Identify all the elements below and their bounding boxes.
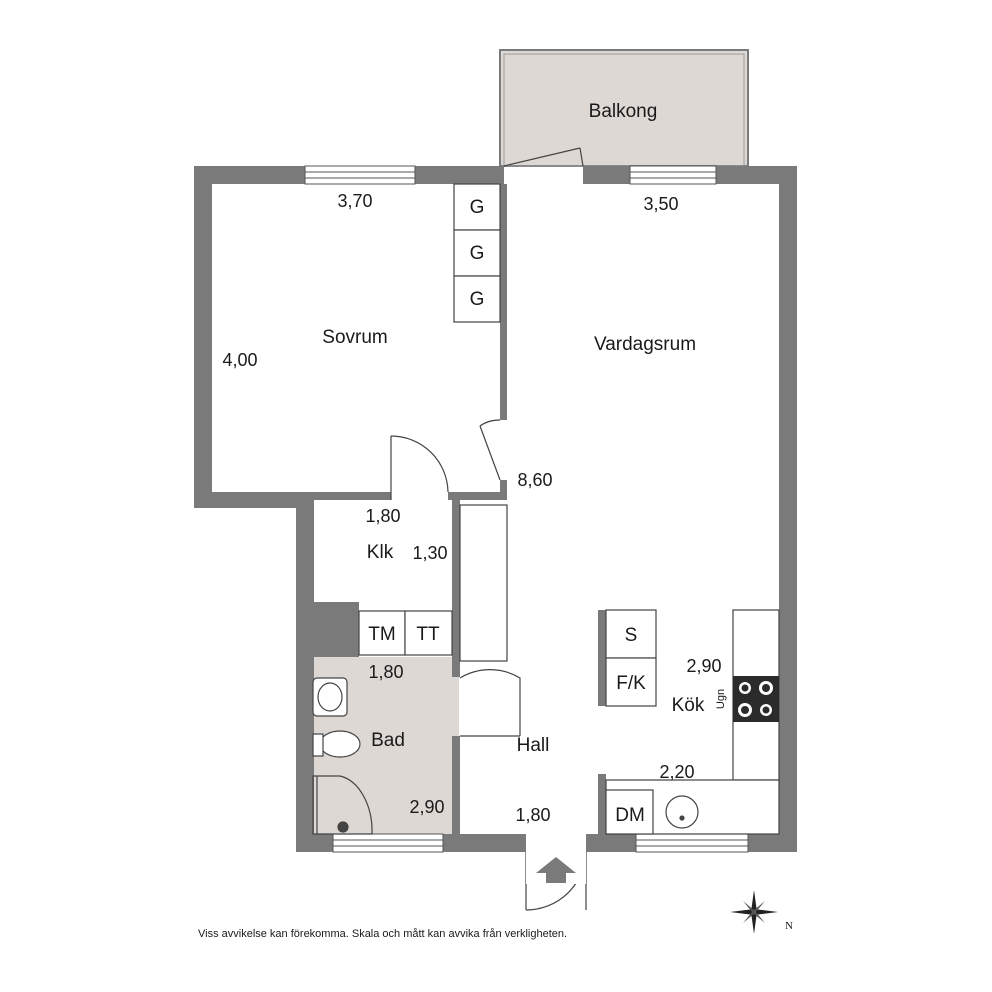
bathroom-label: Bad xyxy=(371,730,405,751)
dryer-label: TT xyxy=(416,624,440,645)
dim-living-depth: 8,60 xyxy=(517,470,552,490)
dim-living-width: 3,50 xyxy=(643,194,678,214)
closet-shelf xyxy=(459,504,508,662)
dim-bath-depth: 2,90 xyxy=(409,797,444,817)
kitchen-sink-icon xyxy=(665,795,699,829)
fridge-freezer xyxy=(605,609,657,707)
living-label: Vardagsrum xyxy=(594,334,696,355)
dim-bedroom-width: 3,70 xyxy=(337,191,372,211)
wardrobe-label-3: G xyxy=(470,289,485,310)
laundry-units xyxy=(358,610,453,656)
compass-north-label: N xyxy=(785,920,793,932)
windows xyxy=(304,165,749,853)
bedroom-label: Sovrum xyxy=(322,327,387,348)
compass-icon xyxy=(730,890,778,934)
wardrobe-label-1: G xyxy=(470,197,485,218)
freezer-label: S xyxy=(625,625,638,646)
dim-closet-depth: 1,30 xyxy=(412,543,447,563)
dim-hall-width: 1,80 xyxy=(515,805,550,825)
dishwasher-label: DM xyxy=(615,805,645,826)
entrance-arrow-icon xyxy=(526,852,586,884)
bathroom-fixtures xyxy=(312,677,373,835)
disclaimer: Viss avvikelse kan förekomma. Skala och … xyxy=(198,928,567,940)
wardrobes xyxy=(453,183,501,323)
dim-kitchen-depth: 2,90 xyxy=(686,656,721,676)
shower-icon xyxy=(312,775,373,835)
closet-label: Klk xyxy=(367,542,394,563)
hall-label: Hall xyxy=(517,735,550,756)
dim-kitchen-width: 2,20 xyxy=(659,762,694,782)
toilet-icon xyxy=(319,730,361,758)
wardrobe-label-2: G xyxy=(470,243,485,264)
washer-label: TM xyxy=(368,624,395,645)
fridge-label: F/K xyxy=(616,673,646,694)
dim-closet-width: 1,80 xyxy=(365,506,400,526)
dim-bath-width: 1,80 xyxy=(368,662,403,682)
balcony xyxy=(499,49,749,167)
oven-label: Ugn xyxy=(715,689,727,709)
hob-icon xyxy=(733,676,779,722)
dim-bedroom-depth: 4,00 xyxy=(222,350,257,370)
balcony-label: Balkong xyxy=(589,101,658,122)
kitchen-label: Kök xyxy=(672,695,705,716)
